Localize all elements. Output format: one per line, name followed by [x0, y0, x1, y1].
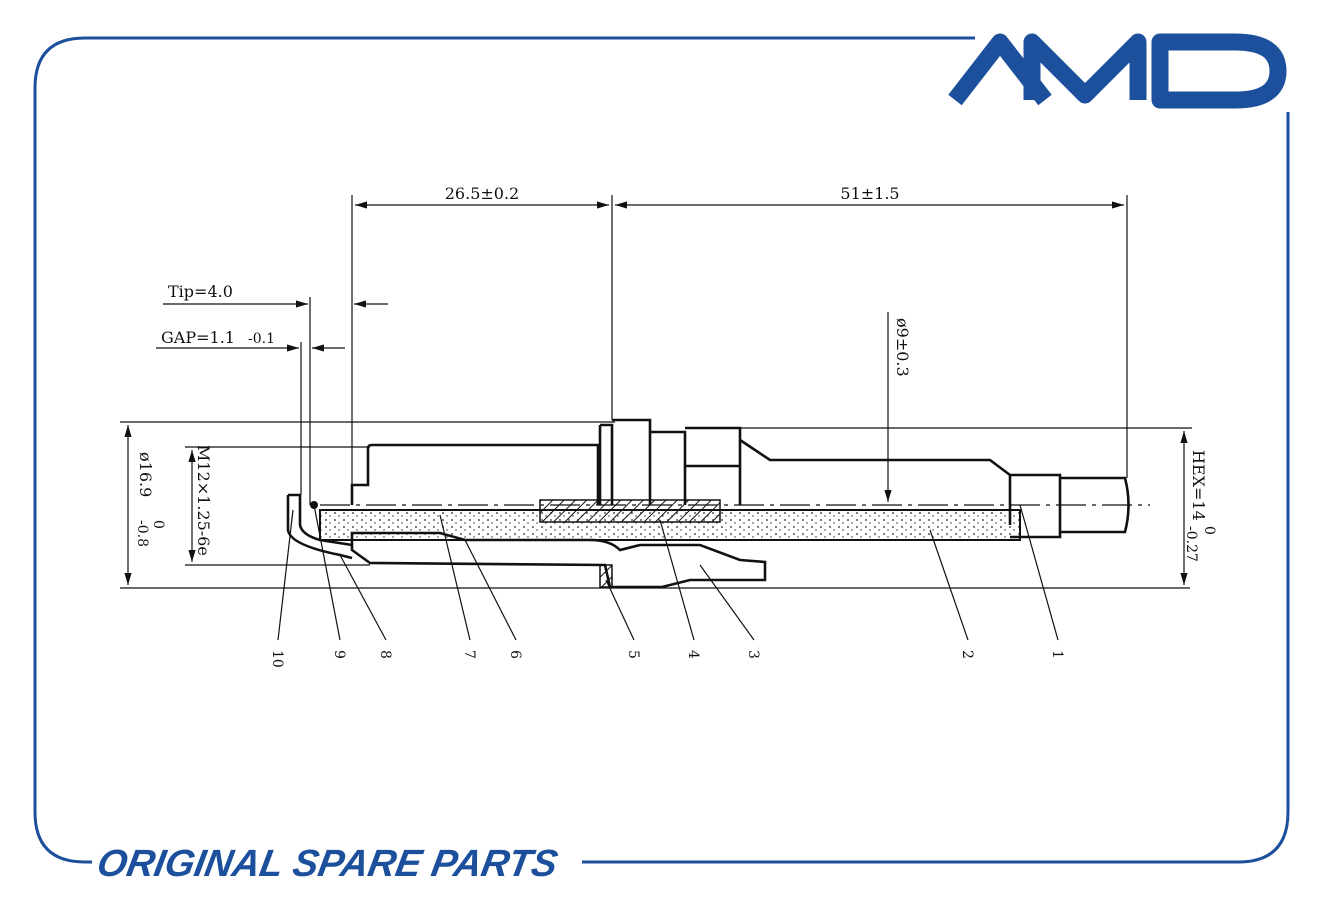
frame-border — [33, 36, 1290, 864]
tagline: ORIGINAL SPARE PARTS — [94, 842, 561, 885]
part-label: 7 — [461, 650, 477, 659]
dim-gap-tol: -0.1 — [248, 331, 275, 347]
dim-hex-tol-upper: 0 — [1201, 526, 1217, 535]
dim-hex: HEX=14 — [1189, 450, 1208, 521]
part-label: 1 — [1049, 650, 1065, 659]
dim-thread: M12×1.25-6e — [194, 445, 213, 556]
dim-diameter-tol-upper: 0 — [150, 520, 166, 529]
dim-51: 51±1.5 — [840, 184, 899, 203]
amd-logo — [948, 33, 1287, 109]
spark-plug — [286, 418, 1150, 589]
part-label: 10 — [269, 650, 285, 668]
dim-hex-tol-lower: -0.27 — [1183, 526, 1199, 562]
part-label: 9 — [331, 650, 347, 659]
part-label: 6 — [507, 650, 523, 659]
dim-diameter-body: ø16.9 — [136, 452, 155, 497]
dim-26-5: 26.5±0.2 — [445, 184, 519, 203]
dim-diameter-tol-lower: -0.8 — [134, 520, 150, 547]
part-labels: 10 9 8 7 6 5 4 3 2 1 — [269, 650, 1065, 668]
leader-lines — [277, 504, 1059, 641]
part-label: 4 — [685, 650, 701, 659]
part-label: 5 — [625, 650, 641, 659]
part-label: 3 — [745, 650, 761, 659]
part-label: 2 — [959, 650, 975, 659]
part-label: 8 — [377, 650, 393, 659]
dim-insulator-diameter: ø9±0.3 — [893, 318, 912, 377]
dim-gap: GAP=1.1 — [161, 328, 235, 347]
dim-tip: Tip=4.0 — [168, 282, 233, 301]
